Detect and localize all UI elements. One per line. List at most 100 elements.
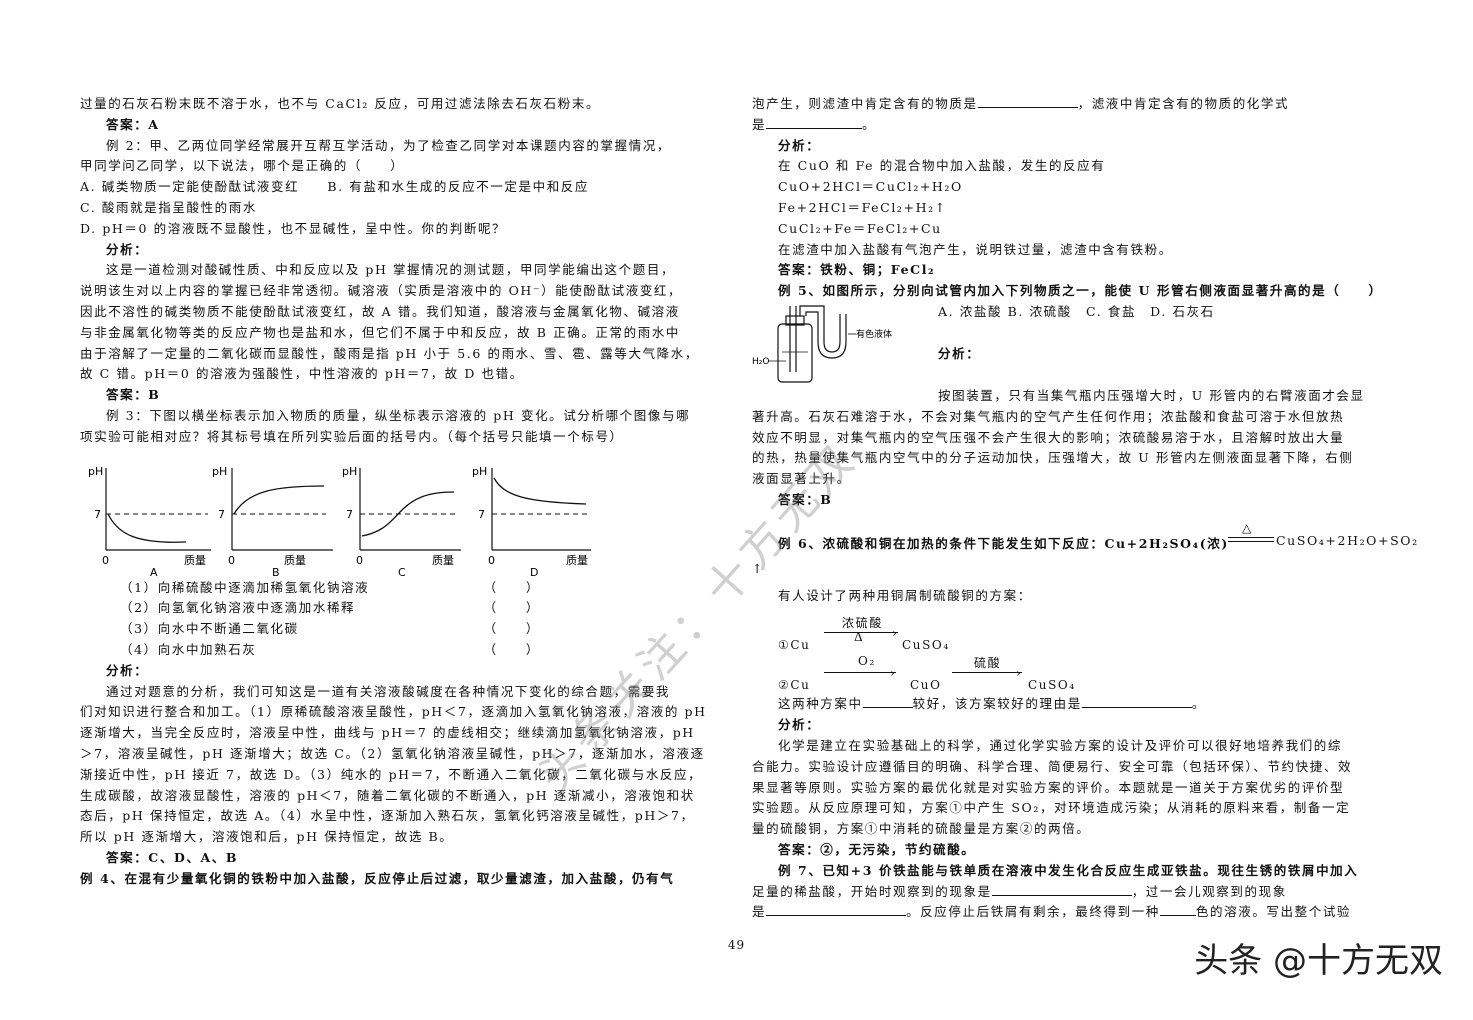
- analysis-heading: 分析：: [778, 137, 821, 153]
- option-d: D. pH＝0 的溶液既不显酸性，也不显碱性，呈中性。你的判断呢？: [80, 220, 507, 236]
- answer-4: 答案：铁粉、铜；FeCl₂: [778, 262, 936, 278]
- scheme-2-start: ②Cu: [778, 678, 811, 693]
- blank-scheme: [862, 694, 913, 709]
- analysis-2-line-6: 故 C 错。pH＝0 的溶液为强酸性，中性溶液的 pH＝7，故 D 也错。: [80, 366, 524, 382]
- analysis-6-line-2: 合能力。实验设计应遵循目的明确、科学合理、简便易行、安全可靠（包括环保）、节约快…: [752, 758, 1353, 774]
- text: 是: [752, 116, 767, 132]
- text: ，过一会儿观察到的现象: [1131, 883, 1287, 899]
- graph-d-zero: 0: [488, 554, 495, 567]
- analysis-3-line-8: 所以 pH 逐渐增大，溶液饱和后，pH 保持恒定，故选 B。: [80, 829, 454, 845]
- analysis-3-line-3: 逐渐增大，当完全反应时，溶液呈中性，曲线与 pH＝7 的虚线相交；继续滴加氢氧化…: [80, 725, 695, 741]
- scheme-2-end: CuSO₄: [1028, 678, 1076, 693]
- graph-b-zero: 0: [228, 554, 235, 567]
- scheme-1-arrowhead: ›: [892, 626, 899, 641]
- graph-d-xlabel: 质量: [566, 554, 588, 567]
- scheme-1-condition: Δ: [854, 630, 865, 645]
- left-column: 过量的石灰石粉末既不溶于水，也不与 CaCl₂ 反应，可用过滤法除去石灰石粉末。…: [80, 94, 720, 890]
- text: 泡产生，则滤渣中肯定含有的物质是: [752, 96, 978, 111]
- answer-3: 答案：C、D、A、B: [106, 849, 239, 865]
- example-3-line-1: 例 3：下图以横坐标表示加入物质的质量，纵坐标表示溶液的 pH 变化。试分析哪个…: [106, 407, 691, 423]
- analysis-2-line-4: 与非金属氧化物等类的反应产物也是盐和水，但它们不属于中和反应，故 B 正确。正常…: [80, 324, 681, 340]
- scheme-1-start: ①Cu: [778, 638, 811, 653]
- blank-residue: [977, 94, 1078, 108]
- scheme-2-reagent-1: O₂: [858, 654, 876, 669]
- question-3: （3）向水中不断通二氧化碳 （ ）: [120, 619, 540, 640]
- graph-d-seven: 7: [478, 508, 485, 521]
- example-4-line-1: 例 4、在混有少量氧化铜的铁粉中加入盐酸，反应停止后过滤，取少量滤渣，加入盐酸，…: [80, 870, 675, 886]
- example-6-products: CuSO₄+2H₂O+SO₂: [1276, 532, 1419, 548]
- label-water: H₂O: [752, 357, 769, 367]
- graph-b-ylabel: pH: [212, 465, 227, 478]
- example-6-text: 例 6、浓硫酸和铜在加热的条件下能发生如下反应：Cu+2H₂SO₄(浓): [778, 535, 1229, 551]
- example-7-line-1: 例 7、已知+3 价铁盐能与铁单质在溶液中发生化合反应生成亚铁盐。现往生锈的铁屑…: [778, 862, 1359, 878]
- graph-d: pH 7 0 质量 D: [466, 462, 596, 610]
- scheme-2-reagent-2: 硫酸: [974, 656, 1002, 671]
- analysis-6-line-1: 化学是建立在实验基础上的科学，通过化学实验方案的设计及评价可以很好地培养我们的综: [778, 737, 1343, 753]
- graph-b-xlabel: 质量: [284, 554, 306, 567]
- blank-color: [1159, 902, 1196, 917]
- analysis-3-line-2: 们对知识进行整合和加工。（1）原稀硫酸溶液呈酸性，pH＜7，逐滴加入氢氧化钠溶液…: [80, 704, 707, 720]
- text: 较好，该方案较好的理由是: [912, 696, 1082, 712]
- analysis-heading: 分析：: [778, 717, 821, 733]
- analysis-2-line-5: 由于溶解了一定量的二氧化碳而显酸性，酸雨是指 pH 小于 5.6 的雨水、雪、雹…: [80, 345, 699, 361]
- text: 这两种方案中: [778, 696, 863, 712]
- question-1-blank: （ ）: [483, 579, 540, 595]
- blank-filtrate: [766, 115, 863, 129]
- example-4-line-2: 泡产生，则滤渣中肯定含有的物质是 ，滤液中肯定含有的物质的化学式: [752, 94, 1392, 115]
- gas-arrow: ↑: [752, 560, 765, 576]
- analysis-4-line-2: 在滤渣中加入盐酸有气泡产生，说明铁过量，滤渣中含有铁粉。: [778, 241, 1173, 257]
- analysis-3-line-5: 渐接近中性，pH 接近 7，故选 D。（3）纯水的 pH＝7，不断通入二氧化碳，…: [80, 766, 703, 782]
- text: ，滤液中肯定含有的物质的化学式: [1077, 96, 1290, 111]
- example-3-line-2: 项实验可能相对应？将其标号填在所列实验后面的括号内。（每个括号只能填一个标号）: [80, 428, 624, 444]
- scheme-1-arrow: [824, 632, 898, 634]
- graph-a: pH 7 0 质量 A: [86, 462, 216, 610]
- example-2-line-2: 甲同学问乙同学，以下说法，哪个是正确的（ ）: [80, 158, 405, 174]
- blank-reason: [1081, 694, 1192, 709]
- graph-c-ylabel: pH: [342, 465, 357, 478]
- scheme-2-mid: CuO: [910, 678, 942, 693]
- graph-b: pH 7 0 质量 B: [208, 462, 338, 610]
- analysis-5-line-1: 按图装置，只有当集气瓶内压强增大时，U 形管内的右臂液面才会显: [938, 387, 1365, 403]
- graph-c-zero: 0: [356, 554, 363, 567]
- analysis-2-line-3: 因此不溶性的碱类物质不能使酚酞试液变红，故 A 错。我们知道，酸溶液与金属氧化物…: [80, 303, 680, 319]
- answer-1: 答案：A: [106, 116, 160, 132]
- option-a-b: A. 碱类物质一定能使酚酞试液变红 B. 有盐和水生成的反应不一定是中和反应: [80, 179, 590, 195]
- question-3-text: （3）向水中不断通二氧化碳: [120, 621, 299, 637]
- graph-a-letter: A: [150, 566, 158, 579]
- scheme-2-arrow-2: [952, 672, 1022, 674]
- example-6-line-2: 有人设计了两种用铜屑制硫酸铜的方案：: [778, 587, 1032, 603]
- equals-sign: [1228, 536, 1274, 542]
- analysis-3-line-4: ＞7，溶液呈碱性，pH 逐渐增大；故选 C。（2）氢氧化钠溶液呈碱性，pH＞7，…: [80, 745, 705, 761]
- text: 。: [862, 116, 877, 132]
- analysis-4-line-1: 在 CuO 和 Fe 的混合物中加入盐酸，发生的反应有: [778, 158, 1106, 174]
- question-4: （4）向水中加熟石灰 （ ）: [120, 640, 540, 661]
- equation-3: CuCl₂+Fe＝FeCl₂+Cu: [778, 220, 942, 236]
- scheme-2-arrowhead-1: ›: [890, 666, 897, 681]
- analysis-5-line-2: 著升高。石灰石难溶于水，不会对集气瓶内的空气产生任何作用；浓盐酸和食盐可溶于水但…: [752, 408, 1345, 424]
- analysis-2-line-1: 这是一道检测对酸碱性质、中和反应以及 pH 掌握情况的测试题，甲同学能编出这个题…: [106, 262, 676, 278]
- example-6-equation: 例 6、浓硫酸和铜在加热的条件下能发生如下反应：Cu+2H₂SO₄(浓) △ C…: [752, 521, 1417, 559]
- graph-a-xlabel: 质量: [184, 554, 206, 567]
- analysis-3-line-7: 态后，pH 保持恒定，故选 A。（4）水呈中性，逐渐加入熟石灰，氢氧化钙溶液呈碱…: [80, 808, 695, 824]
- analysis-5-line-4: 的热，热量使集气瓶内空气中的分子运动加快，压强增大，故 U 形管内左侧液面显著下…: [752, 450, 1354, 466]
- analysis-2-line-2: 说明该生对以上内容的掌握已经非常透彻。碱溶液（实质是溶液中的 OH⁻）能使酚酞试…: [80, 283, 683, 299]
- graph-d-ylabel: pH: [472, 465, 487, 478]
- text: 。: [1191, 696, 1206, 712]
- option-c: C. 酸雨就是指呈酸性的雨水: [80, 199, 257, 215]
- apparatus-diagram: 有色液体 H₂O: [752, 305, 892, 383]
- analysis-5-line-5: 液面显著上升。: [752, 471, 851, 487]
- question-3-blank: （ ）: [483, 621, 540, 637]
- text: 。反应停止后铁屑有剩余，最终得到一种: [906, 904, 1160, 920]
- example-6-question: 这两种方案中 较好，该方案较好的理由是 。: [752, 694, 1392, 715]
- graph-c: pH 7 0 质量 C: [336, 462, 466, 610]
- analysis-3-line-1: 通过对题意的分析，我们可知这是一道有关溶液酸碱度在各种情况下变化的综合题，需要我: [106, 683, 671, 699]
- question-4-blank: （ ）: [483, 641, 540, 657]
- scheme-diagram: ①Cu 浓硫酸 › Δ CuSO₄ ②Cu O₂ › CuO 硫酸 › CuSO…: [778, 610, 1392, 692]
- brand-label: 头条 @十方无双: [1194, 941, 1443, 981]
- text: 足量的稀盐酸，开始时观察到的现象是: [752, 883, 992, 899]
- analysis-heading: 分析：: [106, 662, 149, 678]
- equation-1: CuO+2HCl＝CuCl₂+H₂O: [778, 179, 963, 195]
- example-7-line-2: 足量的稀盐酸，开始时观察到的现象是 ，过一会儿观察到的现象: [752, 882, 1392, 903]
- question-1: （1）向稀硫酸中逐滴加稀氢氧化钠溶液 （ ）: [120, 578, 540, 599]
- answer-2: 答案：B: [106, 387, 161, 403]
